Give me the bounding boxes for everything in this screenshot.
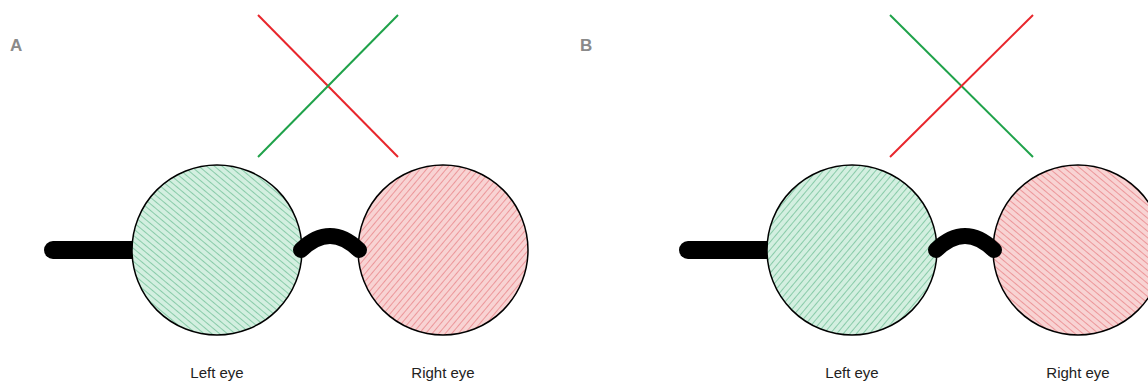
eye-label: Left eye xyxy=(825,364,878,381)
panel-a-figure xyxy=(53,15,528,335)
temple-arm xyxy=(688,241,770,259)
bridge xyxy=(936,236,994,250)
panel-b-figure xyxy=(688,15,1148,335)
panel-letter: B xyxy=(580,36,592,56)
bridge xyxy=(301,236,359,250)
red-lens xyxy=(358,165,528,335)
eye-label: Right eye xyxy=(411,364,474,381)
red-line xyxy=(890,15,1033,157)
green-line xyxy=(890,15,1033,157)
red-line xyxy=(258,15,398,157)
green-line xyxy=(258,15,398,157)
temple-arm xyxy=(53,241,135,259)
red-lens xyxy=(993,165,1148,335)
panel-letter: A xyxy=(10,36,22,56)
green-lens xyxy=(767,165,937,335)
eye-label: Left eye xyxy=(190,364,243,381)
green-lens xyxy=(132,165,302,335)
eye-label: Right eye xyxy=(1046,364,1109,381)
